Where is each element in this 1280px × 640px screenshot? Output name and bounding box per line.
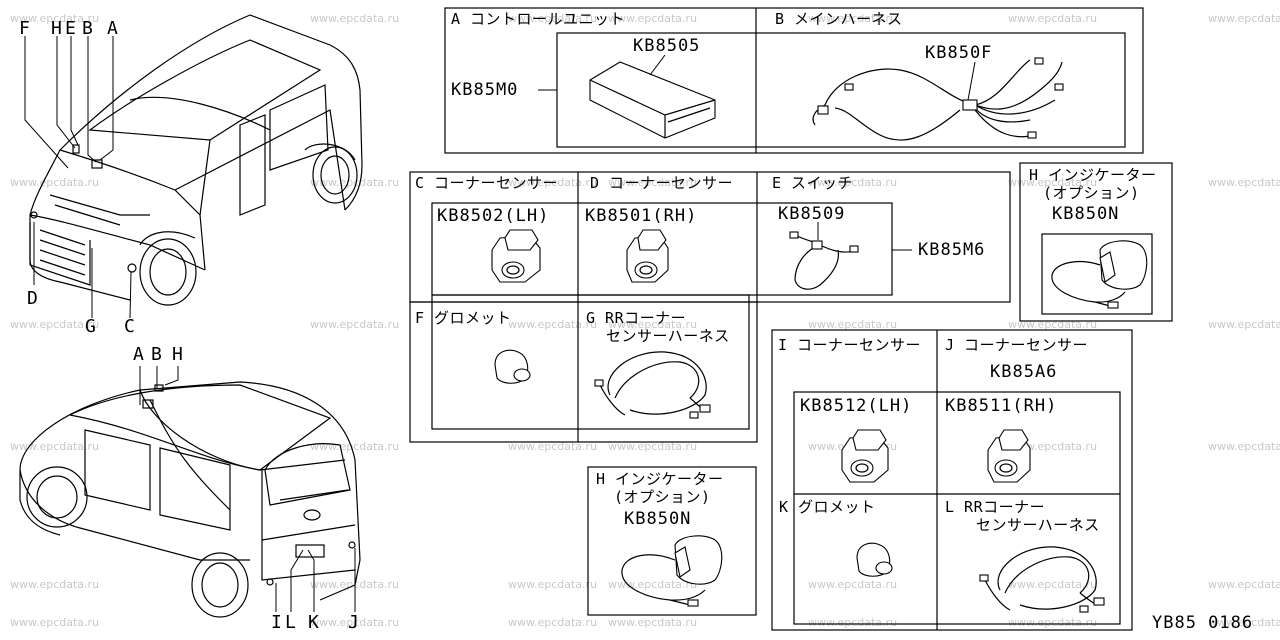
label-B-main-harness: B メインハーネス	[775, 10, 903, 28]
watermark-text: www.epcdata.ru	[1208, 616, 1280, 629]
label-I-corner-sensor: I コーナーセンサー	[778, 336, 922, 354]
diagram-id: YB85 0186	[1152, 613, 1254, 633]
watermark-text: www.epcdata.ru	[310, 440, 400, 453]
label-G-sensor-harness: センサーハーネス	[606, 327, 730, 345]
watermark-text: www.epcdata.ru	[10, 578, 100, 591]
panel-control-unit-harness	[444, 7, 1144, 154]
label-C-corner-sensor: C コーナーセンサー	[415, 174, 559, 192]
watermark-text: www.epcdata.ru	[10, 318, 100, 331]
watermark-text: www.epcdata.ru	[310, 616, 400, 629]
watermark-text: www.epcdata.ru	[508, 12, 598, 25]
callout-A-rear: A	[133, 344, 144, 365]
watermark-text: www.epcdata.ru	[508, 440, 598, 453]
part-code-C: KB8502(LH)	[437, 206, 550, 226]
watermark-text: www.epcdata.ru	[808, 318, 898, 331]
watermark-text: www.epcdata.ru	[508, 318, 598, 331]
watermark-text: www.epcdata.ru	[310, 318, 400, 331]
watermark-text: www.epcdata.ru	[1008, 12, 1098, 25]
callout-A-front: A	[107, 18, 118, 39]
label-L-rr-corner: L RRコーナー	[945, 498, 1046, 516]
panel-indicator-top	[1019, 162, 1173, 322]
label-H-indicator-bottom: H インジケーター	[596, 470, 724, 488]
part-code-A: KB8505	[633, 36, 701, 56]
part-code-H-bottom: KB850N	[624, 509, 692, 529]
callout-K-rear: K	[308, 612, 319, 633]
watermark-text: www.epcdata.ru	[310, 12, 400, 25]
callout-J-rear: J	[348, 612, 359, 633]
watermark-text: www.epcdata.ru	[608, 440, 698, 453]
watermark-text: www.epcdata.ru	[608, 176, 698, 189]
label-H-option-top: (オプション)	[1043, 184, 1140, 202]
label-G-rr-corner: G RRコーナー	[586, 309, 687, 327]
panel-front-sensors	[409, 171, 1011, 443]
part-code-H-top: KB850N	[1052, 204, 1120, 224]
callout-F-front: F	[19, 18, 30, 39]
callout-B-front: B	[82, 18, 93, 39]
callout-G-front: G	[85, 316, 96, 337]
label-F-grommet: F グロメット	[415, 309, 512, 327]
watermark-text: www.epcdata.ru	[10, 176, 100, 189]
label-H-indicator-top: H インジケーター	[1029, 166, 1157, 184]
watermark-text: www.epcdata.ru	[310, 176, 400, 189]
label-D-corner-sensor: D コーナーセンサー	[590, 174, 734, 192]
callout-B-rear: B	[151, 344, 162, 365]
watermark-text: www.epcdata.ru	[1208, 578, 1280, 591]
part-code-E: KB8509	[778, 204, 846, 224]
watermark-text: www.epcdata.ru	[508, 578, 598, 591]
watermark-text: www.epcdata.ru	[808, 176, 898, 189]
panel-rear-sensors	[771, 329, 1133, 631]
part-code-J: KB8511(RH)	[945, 396, 1058, 416]
watermark-text: www.epcdata.ru	[1008, 616, 1098, 629]
callout-D-front: D	[27, 288, 38, 309]
assy-code-right: KB85A6	[990, 362, 1058, 382]
watermark-text: www.epcdata.ru	[1208, 12, 1280, 25]
callout-I-rear: I	[271, 612, 282, 633]
front-car-illustration	[24, 14, 363, 319]
assy-code-top: KB85M0	[451, 80, 519, 100]
rear-car-illustration	[19, 366, 361, 618]
callout-H-rear: H	[172, 344, 183, 365]
watermark-text: www.epcdata.ru	[808, 12, 898, 25]
watermark-text: www.epcdata.ru	[508, 616, 598, 629]
label-H-option-bottom: (オプション)	[614, 488, 711, 506]
label-E-switch: E スイッチ	[772, 174, 854, 192]
watermark-text: www.epcdata.ru	[1208, 440, 1280, 453]
watermark-text: www.epcdata.ru	[808, 616, 898, 629]
watermark-text: www.epcdata.ru	[508, 176, 598, 189]
callout-E-front: E	[65, 18, 76, 39]
part-code-I: KB8512(LH)	[800, 396, 913, 416]
label-K-grommet: K グロメット	[779, 498, 876, 516]
label-A-control-unit: A コントロールユニット	[451, 10, 626, 28]
part-code-D: KB8501(RH)	[585, 206, 698, 226]
part-code-B: KB850F	[925, 43, 993, 63]
watermark-text: www.epcdata.ru	[608, 578, 698, 591]
watermark-text: www.epcdata.ru	[808, 578, 898, 591]
watermark-text: www.epcdata.ru	[1008, 176, 1098, 189]
watermark-text: www.epcdata.ru	[608, 318, 698, 331]
panel-indicator-bottom	[587, 466, 757, 616]
watermark-text: www.epcdata.ru	[1008, 578, 1098, 591]
watermark-text: www.epcdata.ru	[10, 12, 100, 25]
watermark-text: www.epcdata.ru	[1208, 318, 1280, 331]
watermark-text: www.epcdata.ru	[608, 616, 698, 629]
watermark-text: www.epcdata.ru	[1208, 176, 1280, 189]
label-J-corner-sensor: J コーナーセンサー	[945, 336, 1089, 354]
watermark-text: www.epcdata.ru	[10, 616, 100, 629]
callout-H-front: H	[51, 18, 62, 39]
assy-code-mid: KB85M6	[918, 240, 986, 260]
callout-C-front: C	[124, 316, 135, 337]
label-L-sensor-harness: センサーハーネス	[976, 516, 1100, 534]
watermark-text: www.epcdata.ru	[608, 12, 698, 25]
callout-L-rear: L	[285, 612, 296, 633]
